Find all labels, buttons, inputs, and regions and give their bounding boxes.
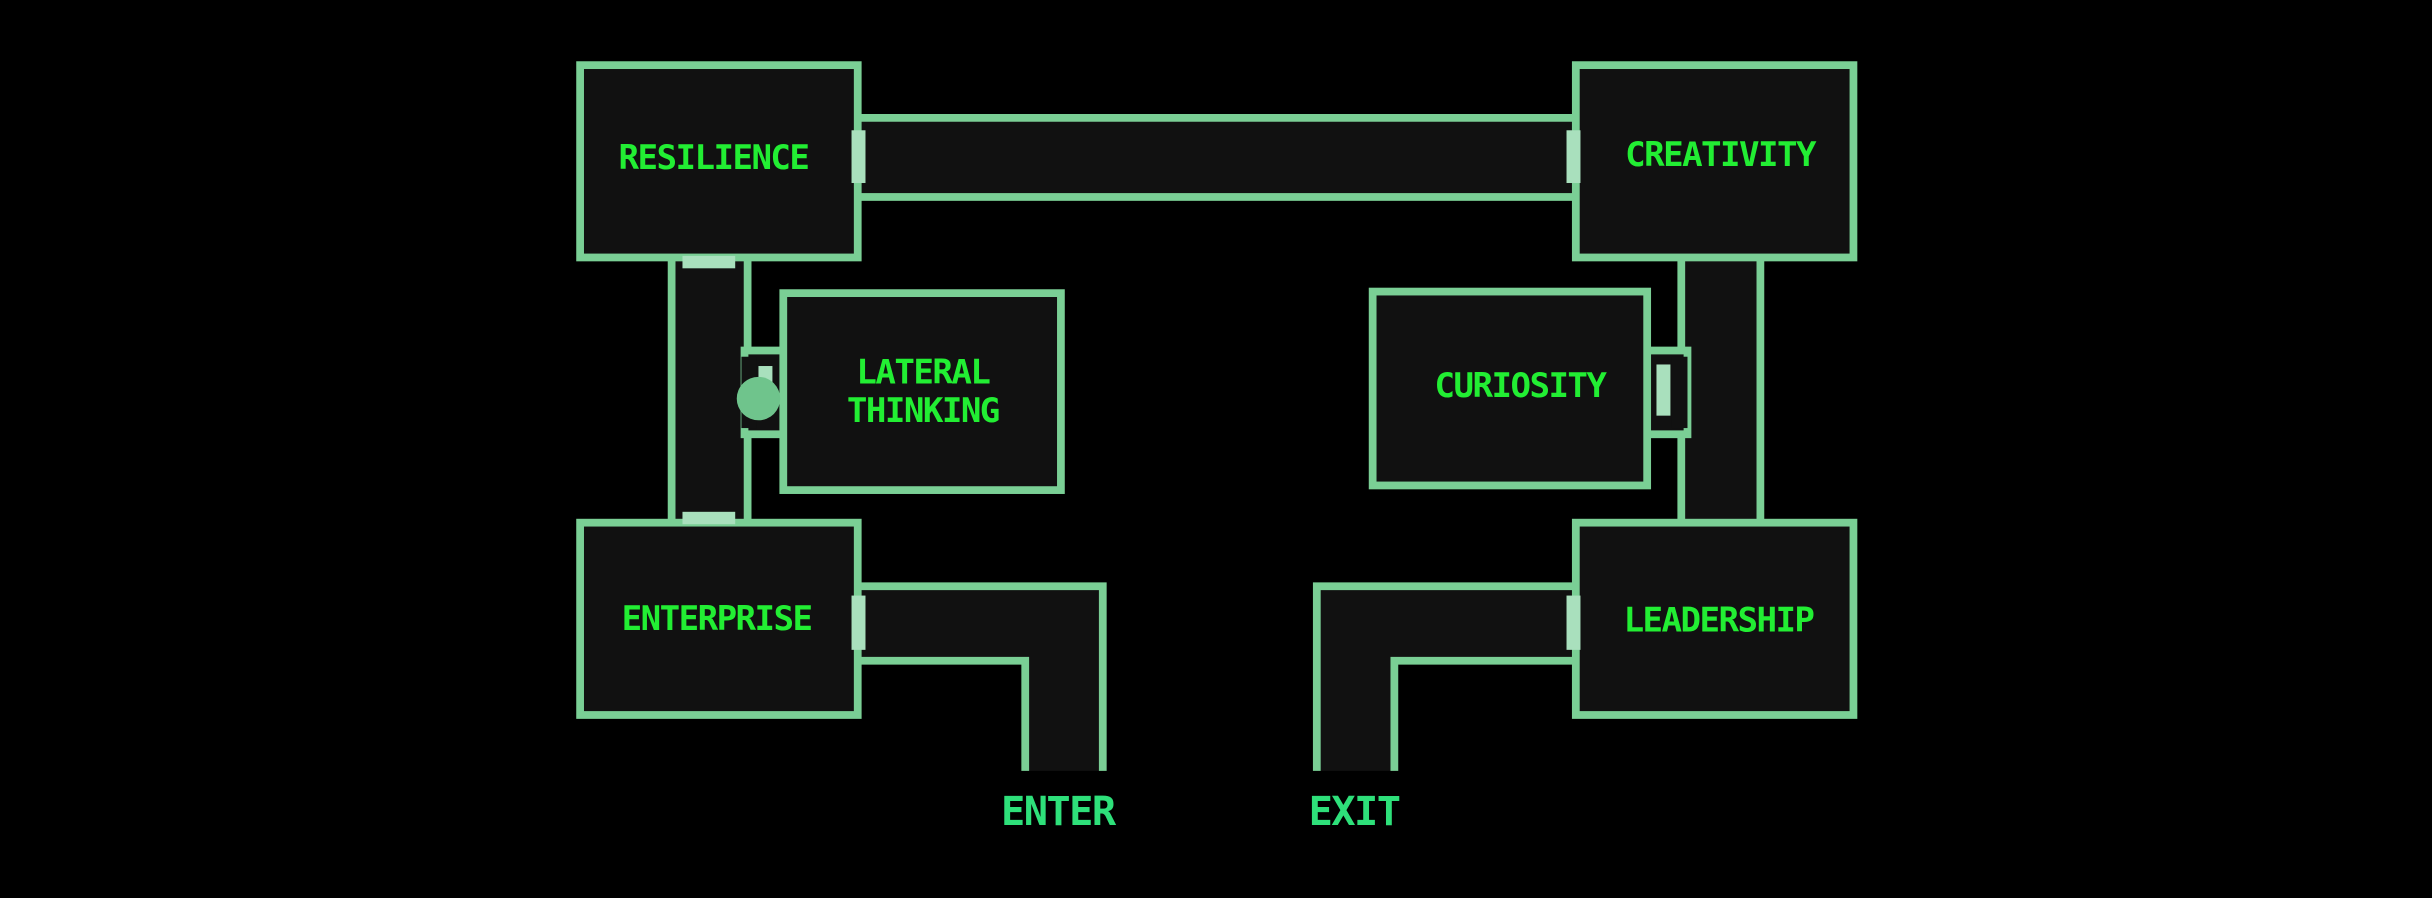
corridor-left <box>667 247 752 535</box>
room-lateral-thinking[interactable]: LATERAL THINKING <box>779 289 1065 494</box>
door-enterprise-east[interactable] <box>851 595 866 650</box>
door-resilience-south[interactable] <box>682 255 736 269</box>
room-label-leadership: LEADERSHIP <box>1624 600 1815 640</box>
door-resilience-east[interactable] <box>851 130 866 184</box>
room-label-thinking: THINKING <box>847 391 999 431</box>
door-enterprise-north[interactable] <box>682 511 736 525</box>
corridor-enter <box>853 586 1103 771</box>
enter-label[interactable]: ENTER <box>1001 788 1118 835</box>
door-creativity-west[interactable] <box>1566 130 1581 184</box>
room-label-curiosity: CURIOSITY <box>1435 366 1608 406</box>
corridor-right <box>1677 247 1765 535</box>
room-curiosity[interactable]: CURIOSITY <box>1368 287 1652 490</box>
corridor-exit <box>1316 586 1583 771</box>
room-label-resilience: RESILIENCE <box>619 138 809 178</box>
room-enterprise[interactable]: ENTERPRISE <box>576 518 862 719</box>
room-label-creativity: CREATIVITY <box>1625 135 1817 175</box>
room-label-enterprise: ENTERPRISE <box>622 599 812 639</box>
room-creativity[interactable]: CREATIVITY <box>1571 61 1858 262</box>
room-label-lateral: LATERAL <box>856 352 990 392</box>
player-token-icon <box>736 376 781 421</box>
door-curiosity-east[interactable] <box>1656 364 1671 416</box>
room-leadership[interactable]: LEADERSHIP <box>1571 518 1858 719</box>
exit-label[interactable]: EXIT <box>1309 788 1402 835</box>
room-resilience[interactable]: RESILIENCE <box>576 61 862 262</box>
corridor-top <box>849 113 1586 201</box>
door-leadership-west[interactable] <box>1566 595 1581 650</box>
